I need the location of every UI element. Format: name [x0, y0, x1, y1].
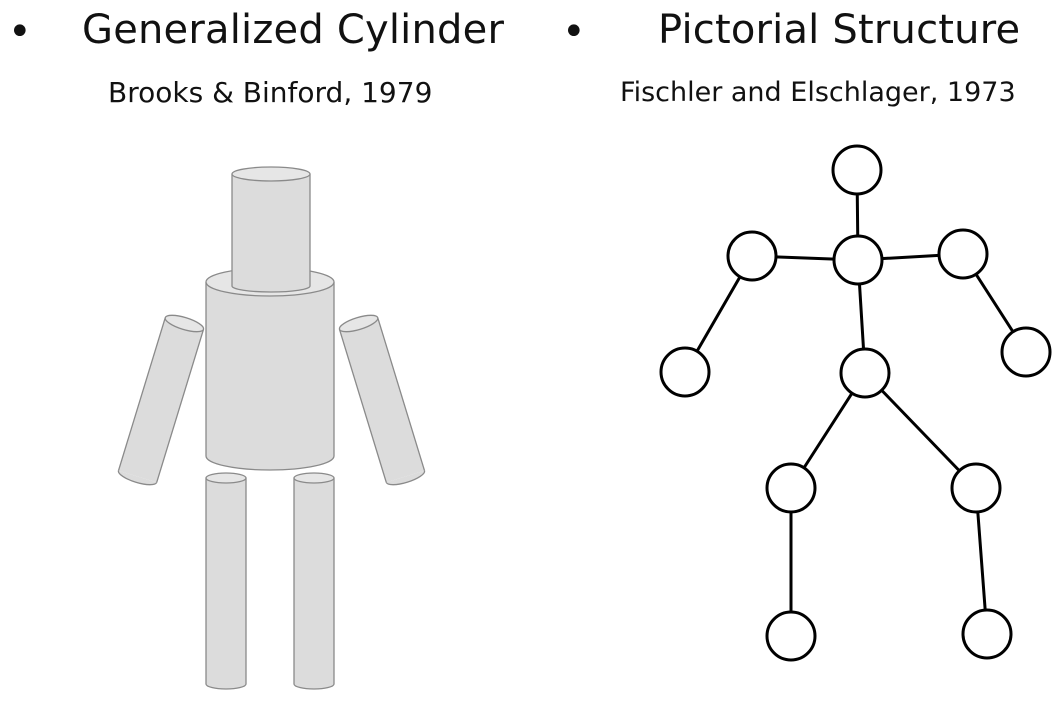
node-right-foot — [961, 608, 1013, 660]
generalized-cylinder-panel: • Generalized Cylinder Brooks & Binford,… — [8, 7, 505, 690]
node-left-knee — [765, 462, 817, 514]
right-arm-cylinder — [338, 314, 426, 486]
torso-cylinder — [205, 267, 335, 471]
node-left-hand — [659, 346, 711, 398]
title-pictorial-structure: Pictorial Structure — [658, 7, 1021, 53]
citation-fischler-elschlager: Fischler and Elschlager, 1973 — [620, 77, 1016, 108]
node-right-hand — [1000, 326, 1052, 378]
pictorial-structure-panel: • Pictorial Structure Fischler and Elsch… — [532, 0, 1064, 702]
node-pelvis — [839, 347, 891, 399]
head-cylinder — [231, 166, 311, 293]
node-left-foot — [765, 610, 817, 662]
cylinder-figure — [117, 166, 426, 690]
node-right-shoulder — [937, 228, 989, 280]
node-head — [831, 144, 883, 196]
node-neck — [832, 234, 884, 286]
edge-pelvis-right-knee — [863, 371, 978, 490]
left-leg-cylinder — [205, 472, 247, 690]
citation-brooks-binford: Brooks & Binford, 1979 — [108, 76, 433, 109]
bullet-pictorial-structure: • — [562, 9, 586, 55]
node-right-knee — [950, 462, 1002, 514]
left-arm-cylinder — [117, 314, 205, 486]
right-leg-cylinder — [293, 472, 335, 690]
bullet-generalized-cylinder: • — [8, 9, 32, 55]
pictorial-structure-graph — [659, 144, 1052, 662]
title-generalized-cylinder: Generalized Cylinder — [82, 7, 505, 53]
node-left-shoulder — [726, 230, 778, 282]
